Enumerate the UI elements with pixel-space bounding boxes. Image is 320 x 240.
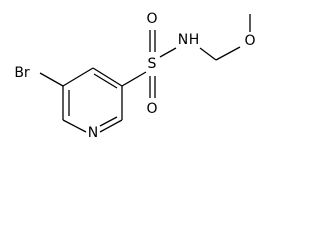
sulfonyl-double-bond-top <box>149 30 156 52</box>
sulfur-label: S <box>148 56 157 72</box>
sulfonyl-oxygen-bottom-label: O <box>146 101 157 117</box>
sulfonyl-oxygen-top-label: O <box>146 11 157 27</box>
ring-double-bond-c4-c5 <box>93 73 118 89</box>
bond-nitrogen-methylene <box>199 47 217 61</box>
ring-double-bond-c6-n <box>99 116 118 127</box>
pyridine-ring <box>62 67 123 133</box>
ring-bond-n-c2 <box>62 119 87 133</box>
bond-ring-bromine <box>39 72 64 87</box>
amide-hydrogen-label: H <box>189 32 200 48</box>
molecule-diagram: Br N S O O N H O <box>14 11 255 141</box>
bond-ring-sulfur <box>121 71 147 87</box>
amide-nitrogen-label: N <box>178 32 188 48</box>
bond-sulfur-nitrogen <box>159 47 177 58</box>
sulfonyl-double-bond-bottom <box>149 76 156 98</box>
ether-oxygen-label: O <box>244 33 255 49</box>
ring-bond-c4-c5 <box>92 67 123 87</box>
ring-bond-c6-n <box>99 119 123 133</box>
bond-methylene-oxygen <box>215 46 241 61</box>
bromine-label: Br <box>14 65 30 81</box>
ring-nitrogen-label: N <box>88 125 98 141</box>
ring-bond-c3-c4 <box>62 67 94 87</box>
